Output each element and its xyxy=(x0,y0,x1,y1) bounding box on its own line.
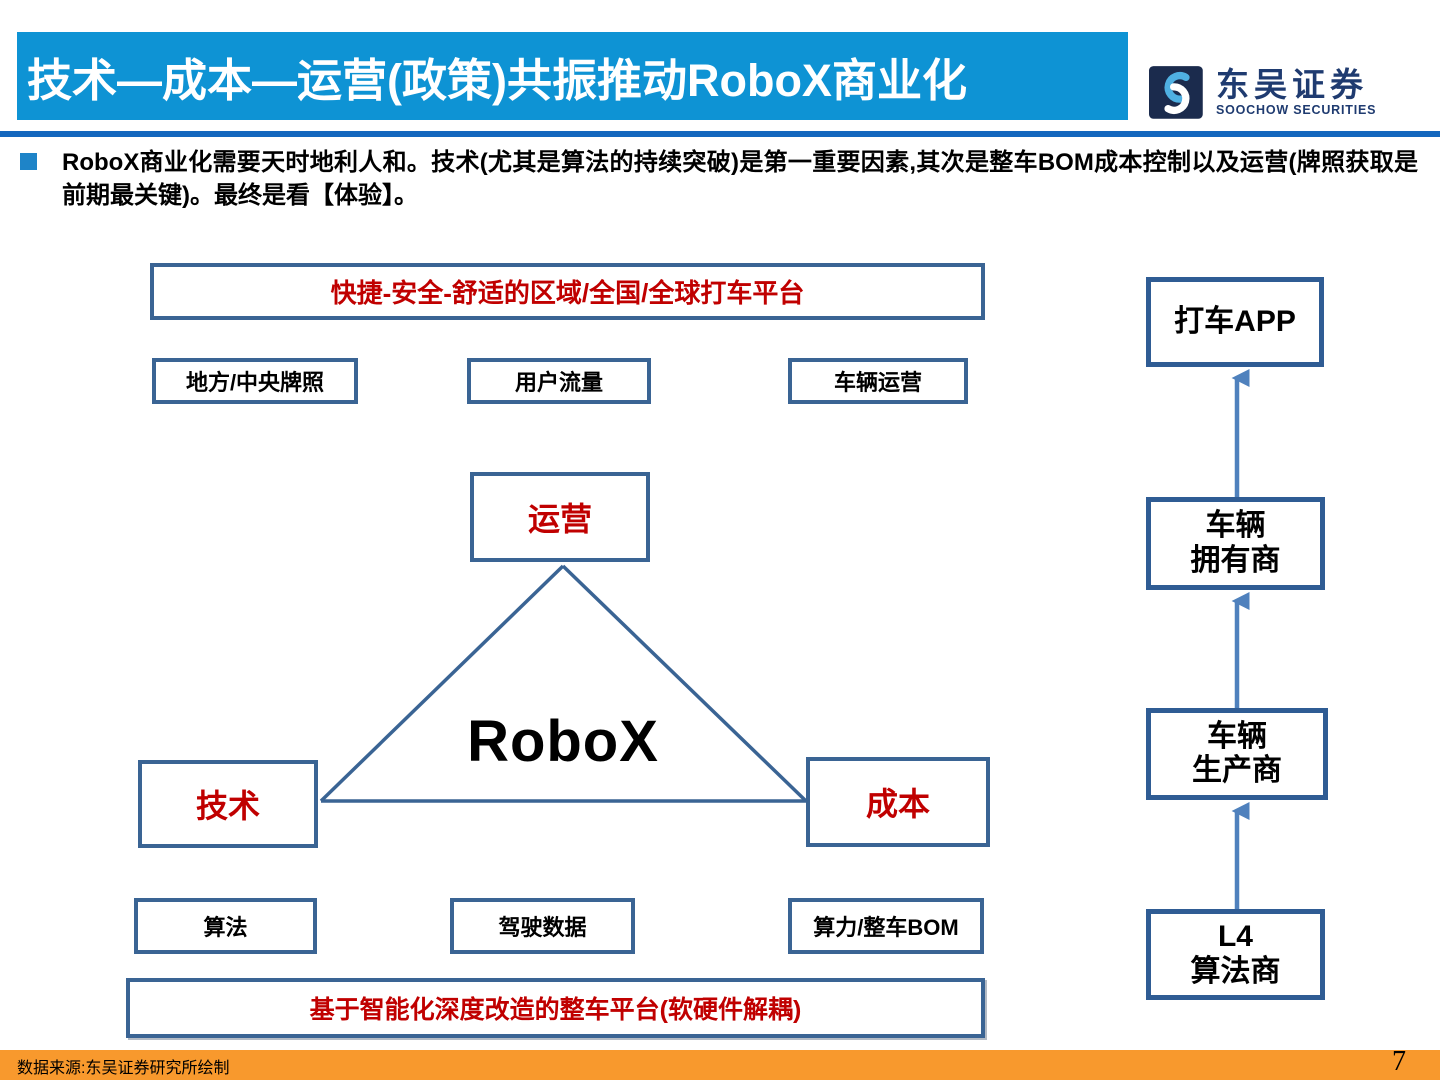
driving-data-box: 驾驶数据 xyxy=(450,898,635,954)
company-logo: 东吴证券 SOOCHOW SECURITIES xyxy=(1148,58,1418,128)
vehicle-maker-line2: 生产商 xyxy=(1192,754,1282,787)
ride-app-box: 打车APP xyxy=(1146,277,1324,367)
algorithm-box: 算法 xyxy=(134,898,317,954)
bullet-marker-icon xyxy=(20,153,37,170)
vehicle-owner-line1: 车辆 xyxy=(1205,509,1266,542)
l4-line2: 算法商 xyxy=(1190,954,1281,988)
user-traffic-box: 用户流量 xyxy=(467,358,651,404)
technology-vertex-box: 技术 xyxy=(138,760,318,848)
logo-name-en: SOOCHOW SECURITIES xyxy=(1216,103,1377,118)
vehicle-maker-line1: 车辆 xyxy=(1207,719,1267,753)
cost-vertex-box: 成本 xyxy=(806,757,990,847)
compute-bom-box: 算力/整车BOM xyxy=(788,898,984,954)
bullet-paragraph: RoboX商业化需要天时地利人和。技术(尤其是算法的持续突破)是第一重要因素,其… xyxy=(62,149,1418,210)
logo-text: 东吴证券 SOOCHOW SECURITIES xyxy=(1216,69,1376,118)
vehicle-platform-box: 基于智能化深度改造的整车平台(软硬件解耦) xyxy=(126,978,985,1038)
slide-title: 技术—成本—运营(政策)共振推动RoboX商业化 xyxy=(27,54,967,106)
page-number: 7 xyxy=(1392,1046,1406,1077)
vehicle-operation-box: 车辆运营 xyxy=(788,358,968,404)
soochow-logo-icon xyxy=(1149,66,1203,119)
slide-title-bar: 技术—成本—运营(政策)共振推动RoboX商业化 xyxy=(17,32,1128,120)
data-source-label: 数据来源:东吴证券研究所绘制 xyxy=(17,1060,230,1077)
vehicle-maker-box: 车辆生产商 xyxy=(1146,708,1328,800)
vehicle-owner-box: 车辆拥有商 xyxy=(1146,497,1325,590)
robox-center-label: RoboX xyxy=(467,709,659,774)
vehicle-owner-line2: 拥有商 xyxy=(1190,543,1281,577)
operation-vertex-box: 运营 xyxy=(470,472,650,562)
footer-bar xyxy=(0,1050,1440,1080)
logo-name-cn: 东吴证券 xyxy=(1216,67,1368,104)
ride-app-line1: 打车APP xyxy=(1174,304,1296,338)
license-box: 地方/中央牌照 xyxy=(152,358,358,404)
ride-hailing-platform-box: 快捷-安全-舒适的区域/全国/全球打车平台 xyxy=(150,263,985,320)
header-divider-line xyxy=(0,131,1440,137)
l4-line1: L4 xyxy=(1217,920,1253,953)
